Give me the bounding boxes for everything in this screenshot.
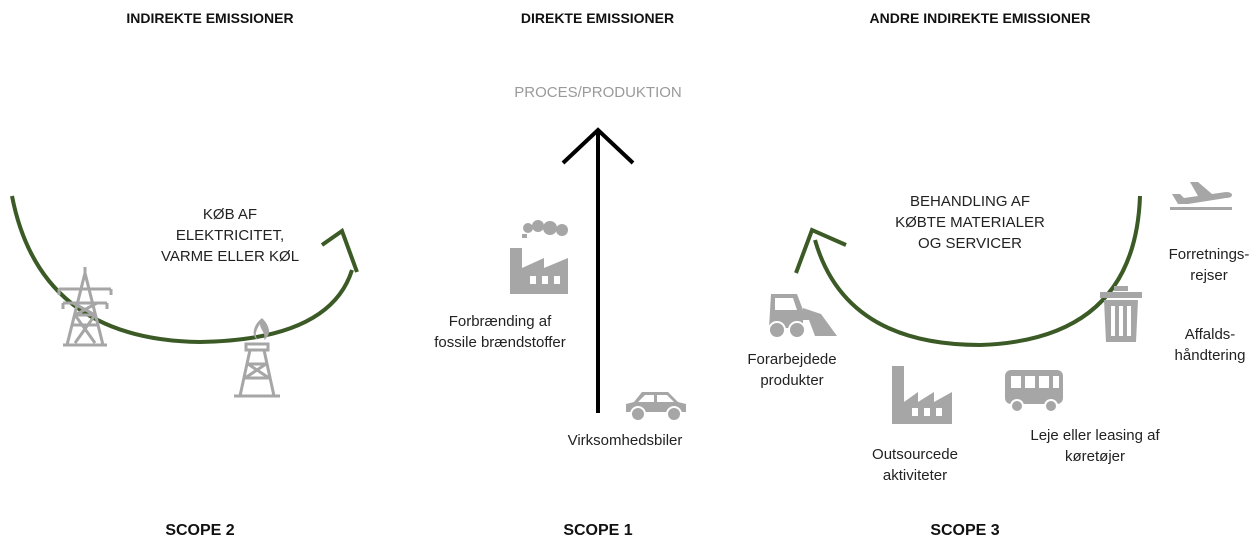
scope2-arc-label: KØB AF ELEKTRICITET, VARME ELLER KØL <box>160 206 300 265</box>
business-travel-label: Forretnings- rejser <box>1168 246 1250 284</box>
gas-rig-icon <box>234 318 280 398</box>
power-pylon-icon <box>57 267 113 347</box>
combustion-label: Forbrænding af fossile brændstoffer <box>434 313 566 351</box>
header-scope1: DIREKTE EMISSIONER <box>520 10 675 26</box>
scope3-arc-arrowhead <box>794 227 847 274</box>
trash-bin-icon <box>1100 286 1142 342</box>
waste-label: Affalds- håndtering <box>1174 326 1246 364</box>
scope2-arc <box>10 195 354 345</box>
process-label: PROCES/PRODUKTION <box>514 84 682 101</box>
airplane-icon <box>1170 182 1232 210</box>
factory-smoke-icon <box>510 220 568 294</box>
bus-icon <box>1005 370 1063 413</box>
company-vehicles-label: Virksomhedsbiler <box>567 432 683 449</box>
car-icon <box>626 392 686 422</box>
scope3-label: SCOPE 3 <box>930 522 1000 539</box>
processed-products-label: Forarbejdede produkter <box>747 351 837 389</box>
scope3-arc-label: BEHANDLING AF KØBTE MATERIALER OG SERVIC… <box>895 193 1045 252</box>
scope2-label: SCOPE 2 <box>165 522 235 539</box>
leasing-label: Leje eller leasing af køretøjer <box>1030 427 1160 465</box>
factory-icon <box>892 366 952 424</box>
scope3-arc <box>813 195 1142 348</box>
scope1-arrowhead <box>561 127 635 165</box>
header-scope3: ANDRE INDIREKTE EMISSIONER <box>869 10 1091 26</box>
outsourced-label: Outsourcede aktiviteter <box>872 446 958 484</box>
skid-loader-icon <box>768 294 837 339</box>
scope1-label: SCOPE 1 <box>563 522 633 539</box>
header-scope2: INDIREKTE EMISSIONER <box>126 10 294 26</box>
scope2-arc-arrowhead <box>320 227 359 273</box>
